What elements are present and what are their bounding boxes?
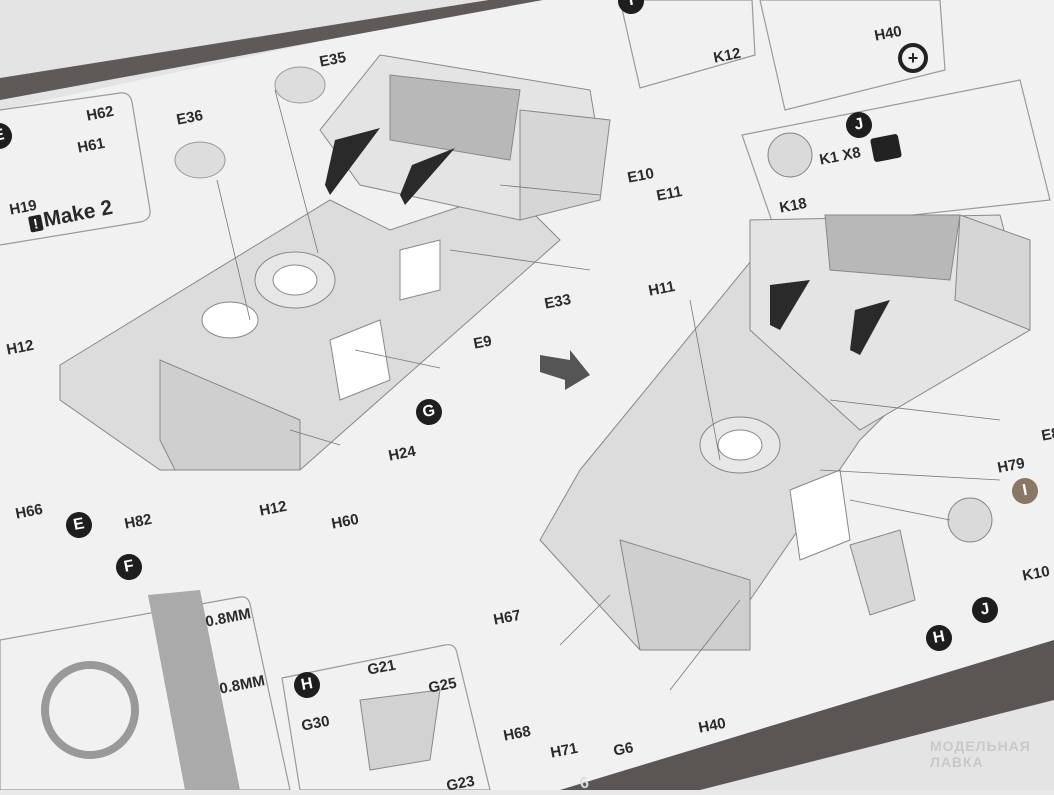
hull-left: [59, 54, 611, 471]
turret-ring-inset: [41, 661, 139, 759]
drill-box: [0, 596, 291, 790]
page-border-band: [0, 0, 543, 100]
zoom-detail-icon: +: [898, 43, 928, 73]
arrow-icon: [540, 350, 590, 390]
warning-icon: !: [27, 214, 44, 233]
part-label-e8: E8: [1040, 424, 1054, 445]
wheel-part-k10: [947, 497, 993, 543]
h40-box: [759, 0, 946, 111]
watermark-line: МОДЕЛЬНАЯ: [930, 738, 1031, 754]
drill-strip: [148, 590, 240, 790]
h-box: [281, 644, 491, 790]
hatch-e35: [274, 66, 326, 104]
make-2-box: [0, 92, 151, 246]
page-border-band-bottom: [560, 640, 1054, 790]
wheel-part-k18: [767, 132, 813, 178]
hatch-e36: [174, 141, 226, 179]
hull-right: [539, 214, 1031, 651]
part-label-e9: E9: [472, 332, 494, 353]
j-box: [741, 79, 1051, 231]
watermark-line: ЛАВКА: [930, 754, 984, 770]
door-part-g25: [359, 689, 441, 771]
k12-box: [619, 0, 756, 89]
